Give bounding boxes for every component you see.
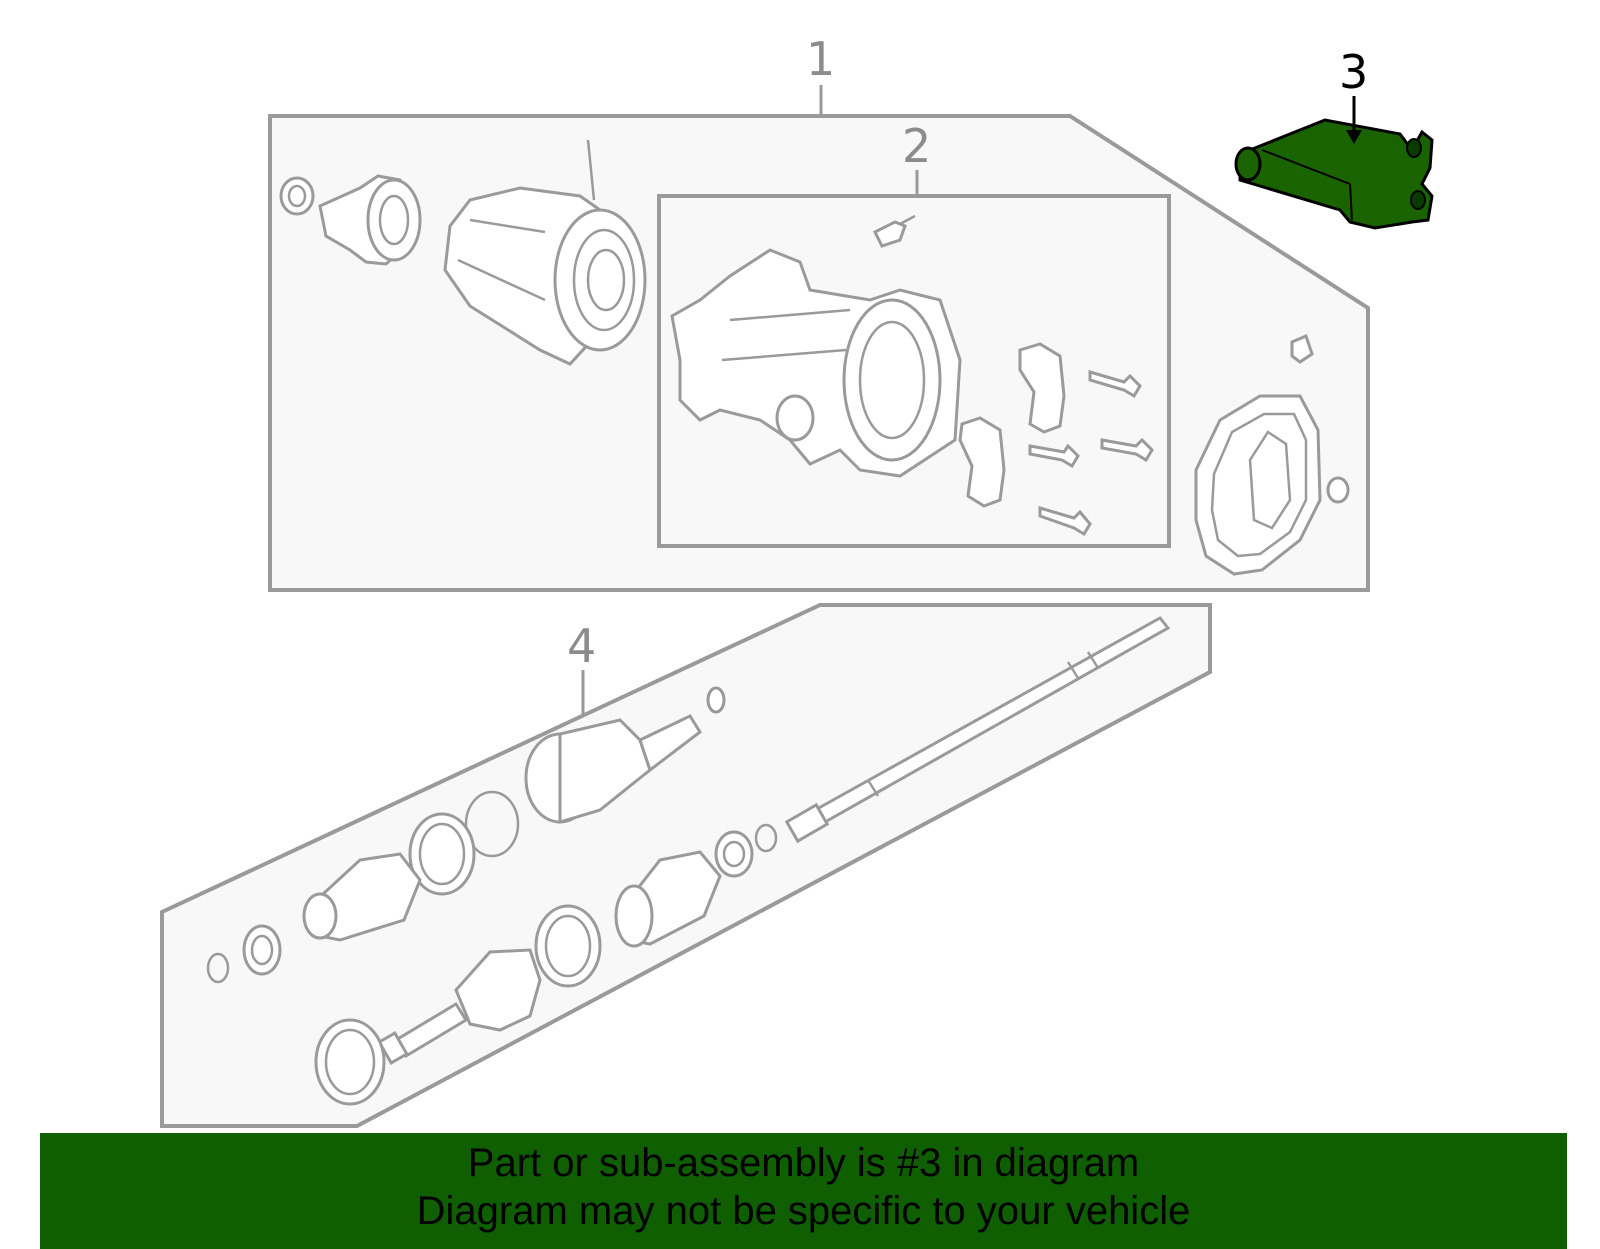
- banner-line-2: Diagram may not be specific to your vehi…: [416, 1189, 1191, 1233]
- info-banner: Part or sub-assembly is #3 in diagram Di…: [40, 1133, 1567, 1249]
- part-3-mount-bracket[interactable]: [1234, 118, 1434, 230]
- callout-4: 4: [567, 619, 596, 673]
- mount-bracket-end: [1234, 146, 1262, 182]
- clamp-ring-2: [534, 904, 602, 988]
- vent-plug: [872, 214, 916, 248]
- leader-3-arrowhead: [1346, 130, 1362, 144]
- bolts-group: [1028, 369, 1154, 537]
- bearing-cap-right: [1018, 342, 1066, 434]
- ring-small-2: [206, 952, 230, 984]
- bearing-cap-left: [958, 416, 1006, 508]
- ring-small-1: [242, 924, 282, 976]
- companion-flange: [318, 174, 422, 266]
- callout-3: 3: [1339, 45, 1368, 99]
- fill-plug: [1290, 333, 1314, 364]
- boot-1: [302, 852, 422, 942]
- boot-2: [614, 850, 722, 948]
- drain-plug: [1326, 476, 1350, 504]
- mount-bracket-hole-top: [1406, 138, 1422, 158]
- clamp-ring-1: [408, 812, 476, 896]
- differential-carrier-housing: [443, 139, 647, 366]
- seal-cap: [279, 176, 315, 216]
- callout-2: 2: [902, 119, 931, 173]
- outer-cv-joint: [377, 948, 542, 1065]
- mount-bracket-hole-bottom: [1410, 190, 1426, 210]
- clamp-ring-3: [314, 1018, 386, 1106]
- differential-case: [670, 248, 962, 478]
- long-shaft: [784, 616, 1171, 844]
- differential-cover: [1194, 394, 1322, 576]
- ring-small-4: [754, 823, 778, 853]
- callout-1: 1: [806, 32, 835, 86]
- snap-ring-1: [464, 790, 520, 858]
- banner-line-1: Part or sub-assembly is #3 in diagram: [467, 1141, 1140, 1185]
- inner-cv-joint: [524, 686, 726, 825]
- ring-small-3: [714, 830, 754, 878]
- mount-bracket-body: [1238, 118, 1434, 230]
